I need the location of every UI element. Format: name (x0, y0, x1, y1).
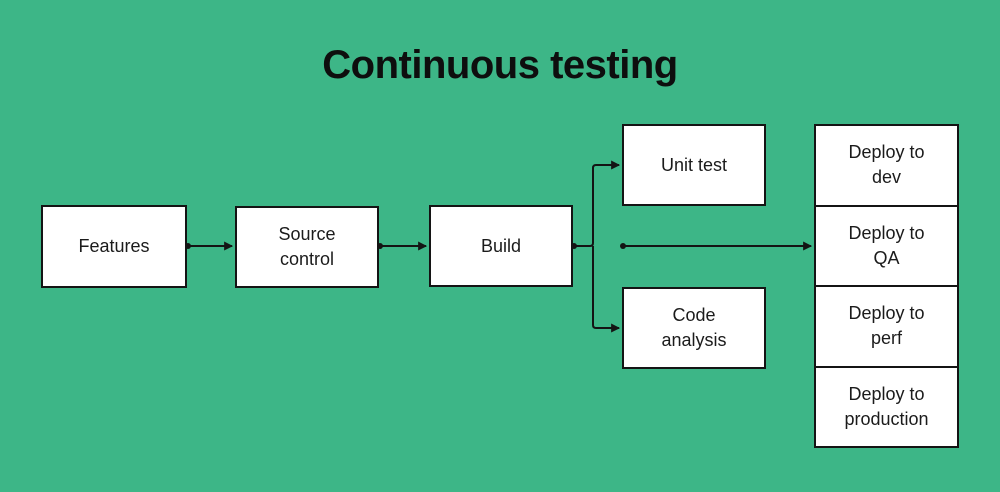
node-features-label: Features (78, 236, 150, 256)
node-deploy-production: Deploy to production (816, 365, 957, 446)
node-code-analysis: Code analysis (622, 287, 766, 369)
node-deploy-perf-label: Deploy to perf (848, 303, 925, 349)
node-deploy-dev-label: Deploy to dev (848, 142, 925, 188)
node-build-label: Build (480, 235, 522, 256)
node-deploy-production-label: Deploy to production (844, 383, 929, 429)
node-source-control: Source control (235, 206, 379, 288)
node-unit-test-label: Unit test (660, 154, 728, 175)
edge-build-to-code-analysis (592, 246, 621, 333)
node-build: Build (429, 205, 573, 287)
node-features: Features (41, 205, 187, 288)
node-code-analysis-label: Code analysis (661, 305, 727, 350)
deploy-column: Deploy to dev Deploy to QA Deploy to per… (814, 124, 959, 448)
node-deploy-qa: Deploy to QA (816, 204, 957, 285)
node-source-control-label: Source control (278, 224, 336, 269)
diagram-title: Continuous testing (322, 43, 678, 87)
edge-build-to-deploy-qa (620, 241, 813, 251)
node-unit-test: Unit test (622, 124, 766, 206)
edge-source-control-to-build (377, 241, 428, 251)
node-deploy-qa-label: Deploy to QA (848, 222, 925, 268)
node-deploy-perf: Deploy to perf (816, 285, 957, 366)
node-deploy-dev: Deploy to dev (816, 126, 957, 205)
edge-build-to-unit-test (571, 160, 621, 249)
edge-features-to-source-control (185, 241, 234, 251)
